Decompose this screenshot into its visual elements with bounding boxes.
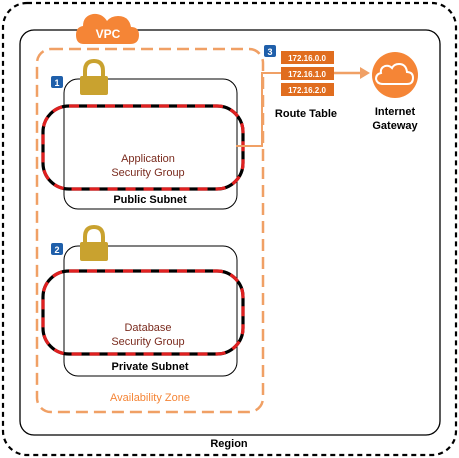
route-table-label: Route Table (275, 108, 337, 120)
public-subnet-lock-icon (80, 58, 108, 95)
svg-text:2: 2 (54, 245, 59, 255)
db-security-group-label-line1: Database (124, 322, 171, 334)
az-label-bg (98, 390, 202, 404)
gateway-arrow-head (360, 67, 370, 79)
private-subnet-boundary (63, 245, 238, 377)
route-entry (281, 67, 334, 80)
internet-gateway-label-line1: Internet (375, 106, 416, 118)
private-subnet-label: Private Subnet (111, 361, 188, 373)
db-security-group-dash (41, 269, 245, 356)
svg-text:3: 3 (267, 47, 272, 57)
availability-zone-boundary (35, 47, 265, 414)
region-label: Region (210, 438, 248, 450)
public-subnet-badge: 1 (51, 76, 63, 88)
public-subnet-boundary (63, 78, 238, 210)
app-security-group-dash (41, 104, 245, 191)
svg-text:1: 1 (54, 78, 59, 88)
vpc-boundary (19, 29, 441, 436)
route-table: 172.16.0.0 172.16.1.0 172.16.2.0 (281, 51, 334, 96)
internet-gateway-icon (372, 52, 418, 98)
vpc-label: VPC (96, 27, 121, 41)
db-security-group-label-line2: Security Group (111, 336, 184, 348)
app-security-group-label-line2: Security Group (111, 167, 184, 179)
availability-zone-label: Availability Zone (110, 392, 190, 404)
route-connector-line (236, 72, 281, 147)
app-security-group-label-line1: Application (121, 153, 175, 165)
vpc-cloud-icon (76, 13, 139, 44)
public-subnet-label: Public Subnet (113, 194, 187, 206)
route-entry-text: 172.16.2.0 (288, 86, 326, 95)
private-subnet-lock-icon (80, 224, 108, 261)
private-subnet-badge: 2 (51, 243, 63, 255)
route-table-badge: 3 (264, 45, 276, 57)
route-entry (281, 51, 334, 64)
route-entry-text: 172.16.1.0 (288, 70, 326, 79)
internet-gateway-label-line2: Gateway (372, 120, 418, 132)
route-entry (281, 83, 334, 96)
route-entry-text: 172.16.0.0 (288, 54, 326, 63)
